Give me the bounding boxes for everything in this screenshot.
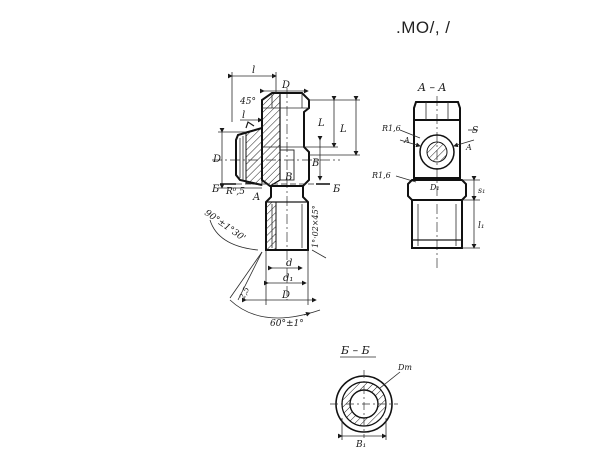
labels-layer: l D 45° l D R⁰,5 Б A B L L B Б 90°±1°30'… [202,65,485,450]
label-L-large: L [339,124,347,135]
section-a-stem [411,200,463,249]
arc-60 [229,299,321,319]
label-A: A [252,192,260,203]
label-s1: s₁ [478,186,485,195]
section-a-flange [407,179,467,201]
label-D-left: D [212,154,221,165]
label-D-bottom: D [281,290,290,301]
section-a-arrow [453,139,475,148]
label-D: D [281,80,290,91]
label-R05: R⁰,5 [225,187,245,197]
label-l1: l₁ [478,221,485,231]
label-S: S [472,126,478,136]
chamfer-leader [311,249,327,259]
stem-outline [265,186,309,251]
section-b-title: Б – Б [340,344,370,357]
label-D1: D₁ [429,183,440,192]
bore [279,149,295,181]
label-45deg: 45° [239,97,256,107]
label-R16-top: R1,6 [381,124,401,133]
section-a-arrow [399,139,421,148]
leader-dt [379,371,401,389]
side-branch-hatch [245,127,263,186]
label-d1: d₁ [283,273,293,284]
stem-hatch [265,201,277,251]
label-A-arrow-right: A [465,143,472,152]
label-B-cut-right: Б [332,184,341,195]
label-R16-bottom: R1,6 [371,171,391,180]
section-a-body [413,120,461,179]
label-2-5: 2,5 [237,286,251,302]
head-section-hatch [261,92,281,187]
label-d: d [286,258,292,269]
section-a-inner-circle [426,141,448,163]
label-L-small: L [317,118,325,129]
side-tip [245,121,255,129]
section-b-b-view [330,356,401,440]
cone-line [229,251,263,299]
label-B-cut-left: Б [211,184,220,195]
section-a-a-view [395,96,480,270]
label-B-small: B [284,172,292,183]
arc-60-tick [303,311,311,317]
side-branch-outline [235,127,263,186]
sheet-header-text: .MO/, / [396,18,451,37]
arc-90 [209,219,259,251]
cone-line [237,251,263,301]
label-A-arrow-left: A [403,136,410,145]
label-angle60: 60°±1° [270,319,304,329]
label-chamfer: 1°·02×45° [311,205,320,248]
section-a-bore-circle [419,134,455,170]
label-l: l [252,65,255,76]
label-l-left: l [242,110,245,121]
section-a-title: A – A [417,81,446,94]
label-B-dim: B [311,158,319,169]
main-view [209,72,360,319]
label-Dt: Dт [397,363,412,372]
leader-r16 [399,129,421,139]
label-B1: B₁ [355,440,366,450]
label-angle90: 90°±1°30' [202,208,247,244]
